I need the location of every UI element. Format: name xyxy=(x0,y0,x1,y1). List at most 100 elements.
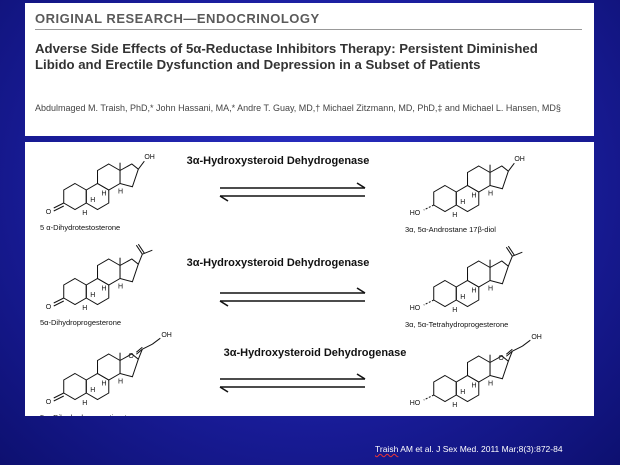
side-chain-bond xyxy=(142,343,153,350)
hydrogen-label: H xyxy=(452,307,457,314)
substrate-name: 5 α-Dihydrotestosterone xyxy=(40,223,120,232)
hydroxyl-label: OH xyxy=(531,334,542,341)
enzyme-label: 3α-Hydroxysteroid Dehydrogenase xyxy=(187,257,370,269)
article-header-panel: ORIGINAL RESEARCH—ENDOCRINOLOGY Adverse … xyxy=(25,3,594,136)
hydrogen-label: H xyxy=(460,199,465,206)
hydroxyl-label: HO xyxy=(410,305,421,312)
steroid-ring-A xyxy=(433,374,457,403)
reverse-arrowhead xyxy=(219,195,229,202)
reverse-arrowhead xyxy=(219,386,229,393)
hydroxyl-bond xyxy=(423,204,434,211)
steroid-ring-C xyxy=(97,163,121,191)
carbonyl-bond xyxy=(507,245,515,256)
substrate-name: 5 α-Dihydrodeoxycorticosterone xyxy=(40,413,146,416)
oxygen-label: O xyxy=(128,353,134,360)
enzyme-label: 3α-Hydroxysteroid Dehydrogenase xyxy=(224,347,407,359)
keto-bond xyxy=(53,395,64,402)
hydrogen-label: H xyxy=(118,284,123,291)
side-chain-bond xyxy=(137,349,143,360)
carbonyl-bond xyxy=(136,346,143,353)
hydroxyl-label: OH xyxy=(161,332,172,339)
steroid-ring-C xyxy=(97,258,121,286)
hydrogen-label: H xyxy=(472,383,477,390)
methyl-bond xyxy=(142,249,153,255)
steroid-ring-D xyxy=(489,165,509,190)
hydrogen-label: H xyxy=(82,400,87,407)
c17-hydroxyl-label: OH xyxy=(514,156,525,163)
acetyl-bond xyxy=(507,256,513,267)
article-title: Adverse Side Effects of 5α-Reductase Inh… xyxy=(35,41,538,72)
hydroxyl-bond xyxy=(137,160,145,170)
carbonyl-bond xyxy=(135,244,143,255)
forward-arrowhead xyxy=(356,373,366,380)
hydrogen-label: H xyxy=(90,387,95,394)
methyl-bond xyxy=(512,251,523,257)
reaction-row-3: 3α-Hydroxysteroid DehydrogenaseHHHHOOOH5… xyxy=(40,332,542,416)
steroid-ring-D xyxy=(489,260,509,285)
hydroxyl-bond xyxy=(423,299,434,306)
c17-hydroxyl-label: OH xyxy=(144,154,155,161)
carbonyl-bond xyxy=(506,348,513,355)
keto-bond xyxy=(53,297,64,304)
side-chain-bond xyxy=(522,339,531,347)
steroid-ring-D xyxy=(119,353,139,378)
hydroxyl-label: HO xyxy=(410,400,421,407)
hydrogen-label: H xyxy=(472,288,477,295)
hydrogen-label: H xyxy=(452,212,457,219)
steroid-ring-A xyxy=(433,279,457,308)
hydrogen-label: H xyxy=(102,286,107,293)
section-label: ORIGINAL RESEARCH—ENDOCRINOLOGY xyxy=(35,11,320,26)
steroid-ring-A xyxy=(63,182,87,211)
acetyl-bond xyxy=(137,254,143,265)
hydrogen-label: H xyxy=(82,210,87,217)
hydrogen-label: H xyxy=(460,294,465,301)
citation: Traish AM et al. J Sex Med. 2011 Mar;8(3… xyxy=(375,444,563,454)
citation-reference: AM et al. J Sex Med. 2011 Mar;8(3):872-8… xyxy=(398,444,563,454)
hydrogen-label: H xyxy=(90,292,95,299)
oxygen-label: O xyxy=(46,209,52,216)
carbonyl-bond xyxy=(137,243,145,254)
oxygen-label: O xyxy=(498,355,504,362)
side-chain-bond xyxy=(512,345,523,352)
steroid-ring-A xyxy=(63,372,87,401)
carbonyl-bond xyxy=(505,246,513,257)
substrate-name: 5α-Dihydroprogesterone xyxy=(40,318,121,327)
hydrogen-label: H xyxy=(488,191,493,198)
steroid-ring-C xyxy=(97,353,121,381)
hydrogen-label: H xyxy=(488,286,493,293)
hydroxyl-label: HO xyxy=(410,210,421,217)
steroid-ring-D xyxy=(119,163,139,188)
steroid-ring-C xyxy=(467,165,491,193)
steroid-ring-A xyxy=(63,277,87,306)
author-list: Abdulmaged M. Traish, PhD,* John Hassani… xyxy=(35,103,561,113)
forward-arrowhead xyxy=(356,287,366,294)
steroid-ring-D xyxy=(489,355,509,380)
hydrogen-label: H xyxy=(460,389,465,396)
hydrogen-label: H xyxy=(90,197,95,204)
keto-bond xyxy=(53,392,64,399)
product-name: 3α, 5α-Androstane 17β-diol xyxy=(405,225,496,234)
hydrogen-label: H xyxy=(452,402,457,409)
product-name: 3α, 5α-Tetrahydrodeoxycorticosterone xyxy=(405,415,531,416)
carbonyl-bond xyxy=(506,350,513,357)
forward-arrowhead xyxy=(356,182,366,189)
oxygen-label: O xyxy=(46,399,52,406)
carbonyl-bond xyxy=(136,348,143,355)
hydrogen-label: H xyxy=(102,381,107,388)
header-rule xyxy=(35,29,582,30)
hydrogen-label: H xyxy=(102,191,107,198)
hydrogen-label: H xyxy=(82,305,87,312)
hydroxyl-bond xyxy=(507,162,515,172)
citation-author: Traish xyxy=(375,444,399,454)
hydrogen-label: H xyxy=(118,189,123,196)
